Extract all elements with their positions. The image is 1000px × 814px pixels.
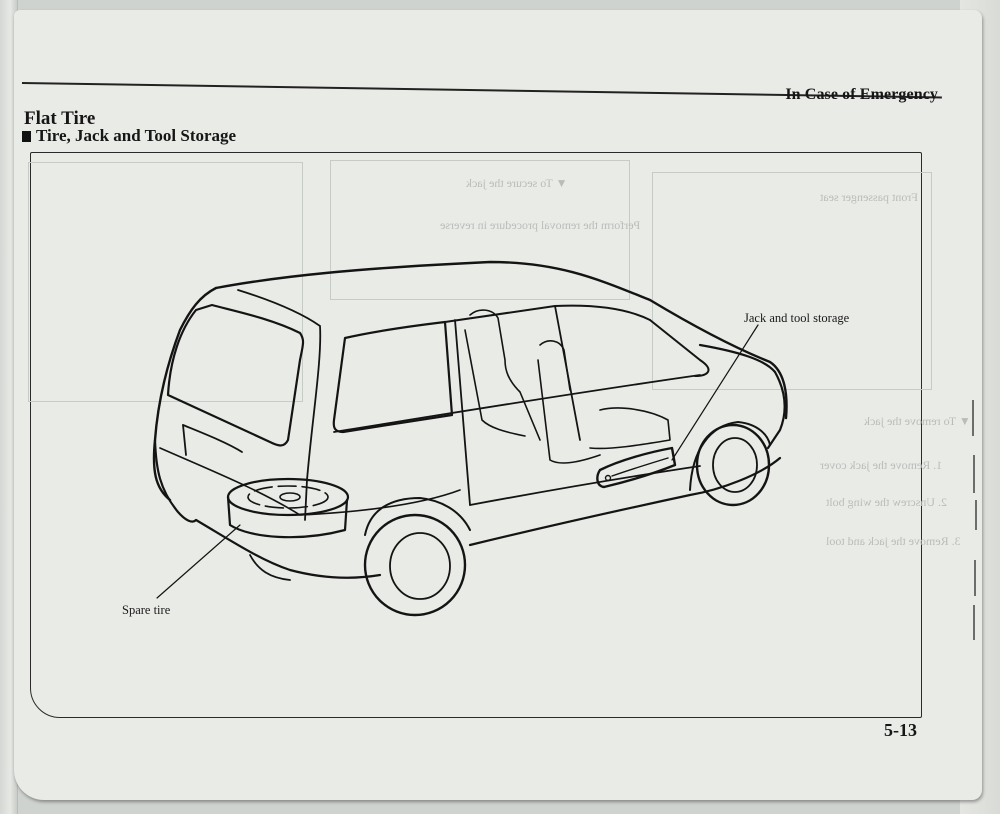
page-edge-mark xyxy=(975,500,977,530)
running-head: In Case of Emergency xyxy=(785,86,938,103)
figure-frame xyxy=(30,152,922,718)
square-bullet-icon xyxy=(22,130,31,142)
callout-jack-and-tool-storage: Jack and tool storage xyxy=(744,311,850,325)
page-edge-mark xyxy=(974,560,976,596)
page-edge-mark xyxy=(973,455,975,493)
bleed-through-box-mid xyxy=(330,160,630,300)
bleed-through-box-left xyxy=(28,162,303,402)
subsection-title-text: Tire, Jack and Tool Storage xyxy=(36,126,237,145)
subsection-title: Tire, Jack and Tool Storage xyxy=(22,126,236,146)
page-edge-mark xyxy=(973,605,975,640)
section-title: Flat Tire xyxy=(24,108,96,129)
page-number: 5-13 xyxy=(884,720,917,740)
callout-spare-tire: Spare tire xyxy=(122,603,171,617)
page-edge-mark xyxy=(972,400,974,436)
bleed-through-box-right xyxy=(652,172,932,390)
